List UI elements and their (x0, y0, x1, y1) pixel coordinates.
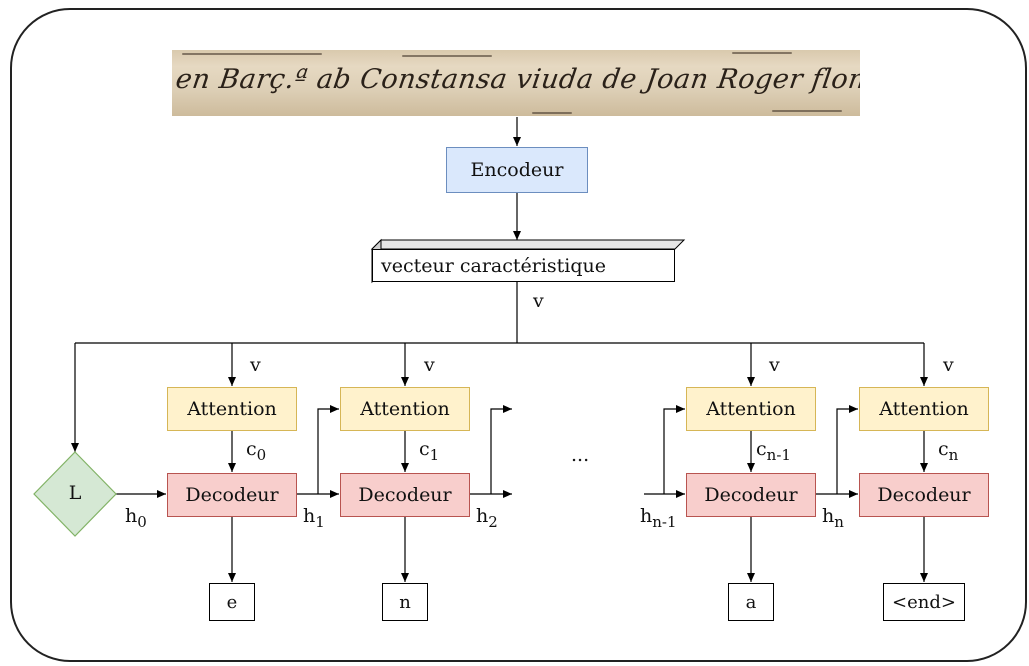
hw-stroke-top-2 (402, 55, 492, 57)
hidden-label-2: h2 (476, 505, 498, 531)
hidden-label-0: h0 (125, 505, 147, 531)
ellipsis: ... (571, 444, 590, 466)
attention-box-1: Attention (340, 387, 470, 431)
hidden-label-1: h1 (303, 505, 325, 531)
hidden-label-4: hn (822, 505, 844, 531)
loss-label: L (68, 482, 82, 504)
handwriting-text: en Barç.ª ab Constansa viuda de Joan Rog… (173, 64, 860, 95)
attention-box-3: Attention (859, 387, 989, 431)
output-box-2: a (728, 583, 774, 621)
hw-stroke-top-3 (732, 52, 792, 54)
arrow-hn1-att2 (663, 405, 685, 494)
output-box-1: n (382, 583, 428, 621)
loss-diamond (33, 451, 117, 537)
v-label-att2: v (769, 354, 780, 376)
handwriting-line-image: en Barç.ª ab Constansa viuda de Joan Rog… (172, 50, 860, 116)
decoder-box-1: Decodeur (340, 473, 470, 517)
feature-box-top-face (370, 239, 686, 250)
decoder-box-0: Decodeur (167, 473, 297, 517)
v-label-att3: v (943, 354, 954, 376)
context-label-1: c1 (419, 438, 440, 464)
hw-stroke-bottom-1 (532, 112, 572, 114)
hw-stroke-top-1 (182, 53, 322, 55)
output-box-3: <end> (883, 583, 965, 621)
arrow-hn-att3 (836, 405, 858, 494)
output-box-0: e (209, 583, 255, 621)
v-label-att0: v (250, 354, 261, 376)
encoder-box: Encodeur (446, 147, 588, 193)
decoder-box-3: Decodeur (859, 473, 989, 517)
feature-vector-box: vecteur caractéristique (372, 249, 675, 282)
hw-stroke-bottom-2 (772, 110, 842, 112)
v-label-att1: v (424, 354, 435, 376)
context-label-3: cn (938, 438, 959, 464)
context-label-0: c0 (246, 438, 267, 464)
diagram-frame (10, 8, 1027, 662)
decoder-box-2: Decodeur (686, 473, 816, 517)
attention-box-0: Attention (167, 387, 297, 431)
arrow-h2-next (490, 405, 512, 494)
v-label-main: v (533, 290, 544, 312)
arrow-h1-att1 (317, 405, 339, 494)
attention-box-2: Attention (686, 387, 816, 431)
hidden-label-3: hn-1 (640, 505, 677, 531)
context-label-2: cn-1 (756, 438, 791, 464)
